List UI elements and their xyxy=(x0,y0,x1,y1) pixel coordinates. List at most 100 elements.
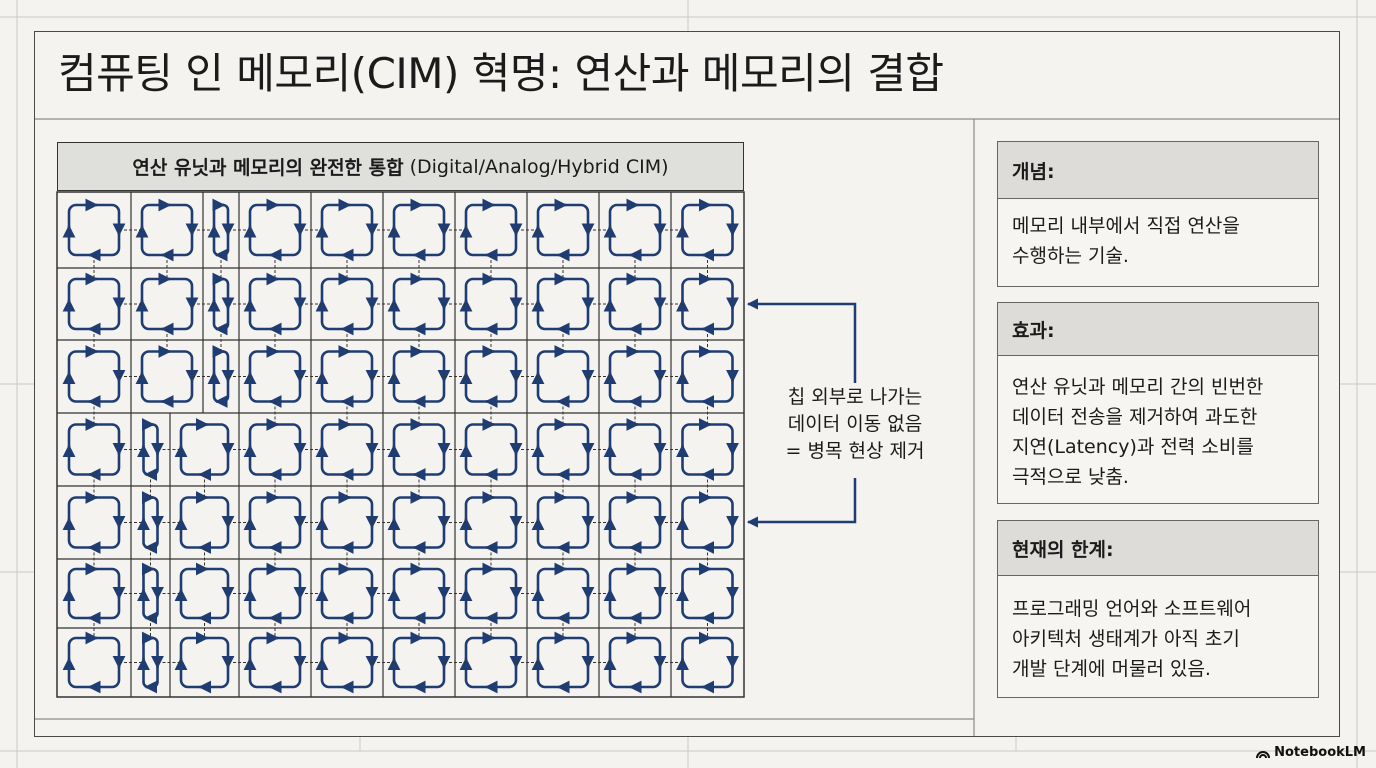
note-line-2: 데이터 이동 없음 xyxy=(787,413,923,435)
lower-arrow xyxy=(746,478,857,528)
cell-loop xyxy=(536,423,590,476)
memory-compute-cell xyxy=(315,272,379,336)
cell-loop xyxy=(248,567,302,620)
effect-card-title: 효과: xyxy=(998,303,1318,356)
cell-loop xyxy=(392,636,446,689)
memory-compute-cell xyxy=(243,345,307,408)
memory-compute-cell xyxy=(387,418,451,481)
memory-compute-cell xyxy=(135,198,199,262)
memory-compute-cell xyxy=(315,418,379,481)
memory-compute-cell xyxy=(603,562,667,625)
memory-compute-cell xyxy=(459,491,523,554)
cell-loop xyxy=(608,636,662,689)
memory-compute-cell xyxy=(531,631,595,694)
memory-compute-cell xyxy=(531,345,595,408)
memory-compute-cell xyxy=(676,631,739,694)
cell-loop xyxy=(464,636,518,689)
cell-loop xyxy=(140,350,194,403)
cell-loop xyxy=(67,636,121,689)
cell-loop xyxy=(212,203,230,257)
memory-compute-cell xyxy=(243,272,307,336)
cell-loop xyxy=(67,203,121,257)
memory-compute-cell xyxy=(531,198,595,262)
memory-compute-cell xyxy=(459,272,523,336)
memory-compute-cell xyxy=(135,345,199,408)
cell-loop xyxy=(248,350,302,403)
limits-card-body: 프로그래밍 언어와 소프트웨어 아키텍처 생태계가 아직 초기 개발 단계에 머… xyxy=(1012,598,1252,680)
cell-loop xyxy=(67,567,121,620)
cell-loop xyxy=(608,350,662,403)
grid-header-bold: 연산 유닛과 메모리의 완전한 통합 xyxy=(132,157,404,179)
memory-compute-cell xyxy=(676,491,739,554)
cell-loop xyxy=(464,277,518,331)
cell-loop xyxy=(392,567,446,620)
memory-compute-cell xyxy=(315,198,379,262)
memory-compute-cell xyxy=(315,491,379,554)
narrow-memory-cell xyxy=(137,562,164,625)
cell-loop xyxy=(536,203,590,257)
cell-loop xyxy=(140,277,194,331)
cell-loop xyxy=(142,496,159,549)
grid-border xyxy=(56,191,745,698)
memory-compute-cell xyxy=(315,345,379,408)
memory-compute-cell xyxy=(174,418,235,481)
upper-arrow xyxy=(746,298,857,383)
cell-loop xyxy=(608,567,662,620)
memory-compute-cell xyxy=(243,562,307,625)
memory-compute-cell xyxy=(62,345,126,408)
cell-loop xyxy=(464,423,518,476)
cell-loop xyxy=(681,636,734,689)
memory-compute-cell xyxy=(531,562,595,625)
notebooklm-brand: NotebookLM xyxy=(1256,745,1366,760)
memory-compute-cell xyxy=(603,491,667,554)
memory-compute-cell xyxy=(531,418,595,481)
narrow-memory-cell xyxy=(137,418,164,481)
cell-loop xyxy=(179,496,230,549)
memory-compute-cell xyxy=(62,272,126,336)
cell-loop xyxy=(536,277,590,331)
cell-loop xyxy=(179,567,230,620)
notebooklm-logo-icon xyxy=(1256,750,1271,758)
memory-compute-cell xyxy=(315,631,379,694)
cell-loop xyxy=(681,423,734,476)
memory-compute-cell xyxy=(459,198,523,262)
cell-loop xyxy=(320,423,374,476)
cell-loop xyxy=(320,636,374,689)
cell-loop xyxy=(392,496,446,549)
cell-loop xyxy=(142,423,159,476)
narrow-memory-cell xyxy=(137,631,164,694)
cell-loop xyxy=(179,636,230,689)
cell-loop xyxy=(464,496,518,549)
cell-loop xyxy=(179,423,230,476)
concept-card-body: 메모리 내부에서 직접 연산을 수행하는 기술. xyxy=(1012,215,1240,267)
cell-loop xyxy=(536,567,590,620)
cell-loop xyxy=(681,203,734,257)
cell-loop xyxy=(320,277,374,331)
narrow-memory-cell xyxy=(137,491,164,554)
cell-loop xyxy=(681,496,734,549)
memory-compute-cell xyxy=(387,345,451,408)
cell-loop xyxy=(536,496,590,549)
cell-loop xyxy=(464,350,518,403)
memory-compute-cell xyxy=(62,631,126,694)
memory-compute-cell xyxy=(459,418,523,481)
cell-loop xyxy=(248,423,302,476)
grid-header-subtitle: (Digital/Analog/Hybrid CIM) xyxy=(409,155,669,178)
memory-compute-cell xyxy=(62,491,126,554)
memory-compute-cell xyxy=(62,198,126,262)
memory-compute-cell xyxy=(459,562,523,625)
concept-card: 개념: 메모리 내부에서 직접 연산을 수행하는 기술. xyxy=(997,141,1319,287)
cell-loop xyxy=(681,567,734,620)
memory-compute-cell xyxy=(459,631,523,694)
memory-compute-cell xyxy=(676,272,739,336)
cell-loop xyxy=(248,203,302,257)
memory-compute-cell xyxy=(174,631,235,694)
limits-card-title: 현재의 한계: xyxy=(998,521,1318,576)
cell-loop xyxy=(392,203,446,257)
cell-loop xyxy=(320,567,374,620)
memory-compute-cell xyxy=(387,491,451,554)
cell-loop xyxy=(142,636,159,689)
memory-compute-cell xyxy=(387,562,451,625)
limits-card: 현재의 한계: 프로그래밍 언어와 소프트웨어 아키텍처 생태계가 아직 초기 … xyxy=(997,520,1319,698)
memory-compute-cell xyxy=(676,418,739,481)
